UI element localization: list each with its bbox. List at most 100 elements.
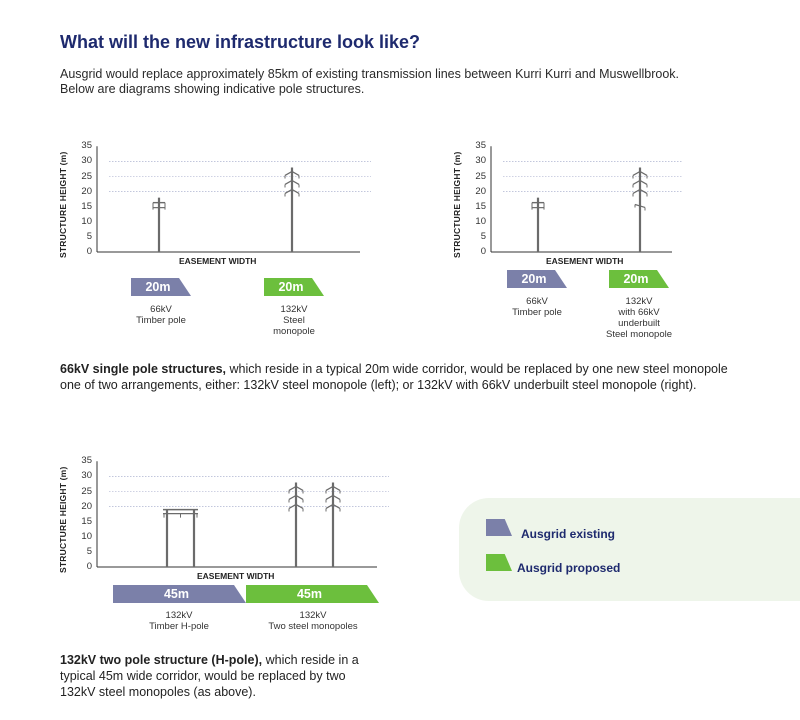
y-tick-label: 0	[86, 246, 92, 257]
pole-caption-line: Timber pole	[512, 307, 562, 318]
badge-proposed	[264, 278, 324, 296]
paragraph-single-pole-rest: which reside in a typical 20m wide corri…	[226, 362, 728, 376]
y-tick-label: 35	[475, 140, 486, 152]
y-tick-label: 20	[81, 500, 92, 512]
pole-caption-line: 132kV	[625, 296, 653, 307]
y-tick-label: 5	[86, 545, 92, 557]
y-tick-label: 30	[81, 470, 92, 482]
badge-proposed	[609, 270, 669, 288]
cross-arm	[325, 485, 341, 491]
timber-pole	[152, 197, 166, 252]
pole-caption-line: Two steel monopoles	[268, 621, 358, 632]
paragraph-h-pole-bold: 132kV two pole structure (H-pole),	[60, 653, 263, 667]
paragraph-h-pole-rest: which reside in a	[262, 653, 359, 667]
steel-monopole	[325, 482, 341, 567]
y-tick-label: 10	[81, 530, 92, 542]
y-axis-label: STRUCTURE HEIGHT (m)	[58, 466, 68, 573]
y-tick-label: 35	[81, 455, 92, 467]
cross-arm	[325, 503, 341, 509]
cross-arm	[325, 494, 341, 500]
pole-caption-line: monopole	[273, 326, 315, 337]
steel-monopole	[632, 167, 648, 252]
cross-arm	[288, 494, 304, 500]
y-tick-label: 15	[475, 200, 486, 212]
paragraph-single-pole-bold: 66kV single pole structures,	[60, 362, 227, 376]
badge-proposed	[246, 585, 379, 603]
x-axis-label: EASEMENT WIDTH	[546, 256, 624, 266]
cross-arm	[284, 188, 300, 194]
pole-caption-line: 66kV	[526, 296, 548, 307]
pole-caption-line: underbuilt	[618, 318, 660, 329]
y-tick-label: 30	[475, 155, 486, 167]
paragraph-h-pole: 132kV two pole structure (H-pole), which…	[60, 652, 380, 700]
x-axis-label: EASEMENT WIDTH	[197, 571, 275, 581]
badge-existing	[131, 278, 191, 296]
y-tick-label: 25	[81, 485, 92, 497]
y-tick-label: 20	[81, 185, 92, 197]
paragraph-single-pole: 66kV single pole structures, which resid…	[60, 361, 760, 393]
y-tick-label: 20	[475, 185, 486, 197]
steel-monopole	[284, 167, 300, 252]
badge-label: 20m	[145, 280, 171, 294]
y-tick-label: 15	[81, 515, 92, 527]
badge-label: 20m	[521, 272, 547, 286]
page-title: What will the new infrastructure look li…	[60, 32, 421, 52]
badge-label: 45m	[296, 587, 323, 601]
badge-label: 20m	[623, 272, 649, 286]
y-tick-label: 0	[480, 246, 486, 257]
y-tick-label: 25	[81, 170, 92, 182]
pole-caption-line: 66kV	[150, 304, 172, 315]
cross-arm	[288, 503, 304, 509]
pole-caption-line: 132kV	[299, 610, 327, 621]
legend-swatch-proposed	[486, 554, 512, 571]
intro-text: Ausgrid would replace approximately 85km…	[60, 67, 760, 97]
y-tick-label: 30	[81, 155, 92, 167]
legend-label-existing: Ausgrid existing	[521, 527, 616, 541]
intro-line-2: Below are diagrams showing indicative po…	[60, 82, 365, 96]
y-tick-label: 10	[81, 215, 92, 227]
pole-caption-line: Timber H-pole	[149, 621, 209, 632]
pole-caption-line: 132kV	[165, 610, 193, 621]
intro-line-1: Ausgrid would replace approximately 85km…	[60, 67, 680, 81]
badge-existing	[113, 585, 246, 603]
y-tick-label: 25	[475, 170, 486, 182]
badge-label: 45m	[163, 587, 190, 601]
y-tick-label: 10	[475, 215, 486, 227]
cross-arm	[632, 188, 648, 194]
y-tick-label: 15	[81, 200, 92, 212]
y-tick-label: 35	[81, 140, 92, 152]
legend: Ausgrid existing Ausgrid proposed	[459, 498, 800, 601]
badge-existing	[507, 270, 567, 288]
pole-caption-line: Timber pole	[136, 315, 186, 326]
pole-caption-line: Steel	[283, 315, 305, 326]
y-tick-label: 0	[86, 561, 92, 572]
paragraph-single-pole-line2: one of two arrangements, either: 132kV s…	[60, 378, 697, 392]
cross-arm	[284, 179, 300, 185]
paragraph-h-pole-line2: typical 45m wide corridor, would be repl…	[60, 669, 346, 683]
y-tick-label: 5	[480, 230, 486, 242]
pole-caption-line: 132kV	[280, 304, 308, 315]
badge-label: 20m	[278, 280, 304, 294]
cross-arm	[284, 170, 300, 176]
timber-h-pole	[163, 508, 198, 567]
cross-arm	[288, 485, 304, 491]
cross-arm	[632, 170, 648, 176]
underbuilt-arm	[634, 203, 646, 209]
pole-caption-line: Steel monopole	[605, 329, 673, 340]
paragraph-h-pole-line3: 132kV steel monopoles (as above).	[60, 685, 256, 699]
cross-arm	[632, 179, 648, 185]
pole-caption-line: with 66kV	[618, 307, 660, 318]
legend-swatch-existing	[486, 519, 512, 536]
